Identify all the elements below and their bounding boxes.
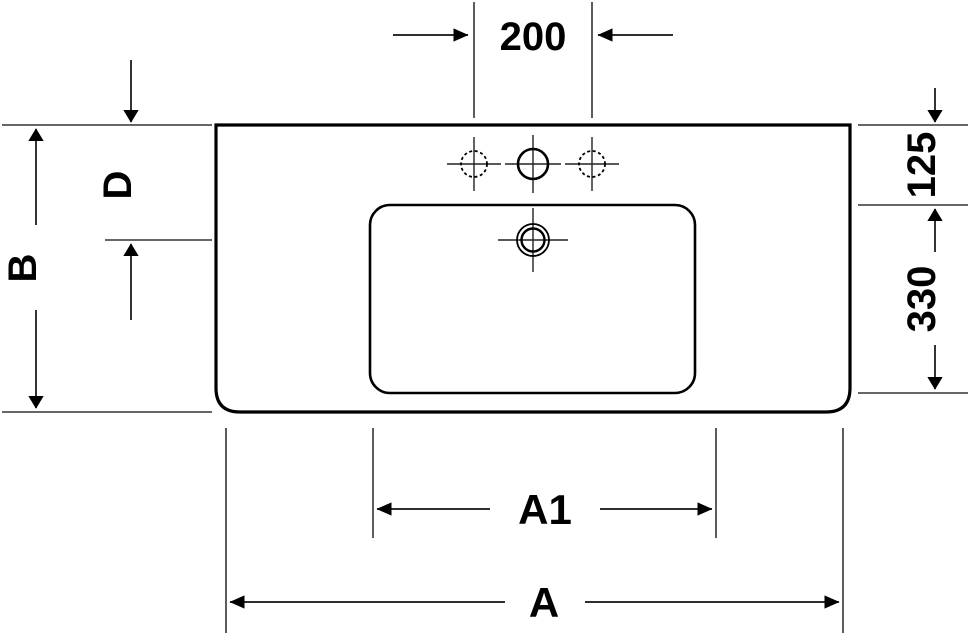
dimension-label-125: 125 [900,132,944,199]
tap-hole-center-circle [516,147,550,181]
dimension-label-D: D [96,171,140,200]
dimension-top-200: 200 [393,2,673,118]
dimension-left-B: B [1,128,45,409]
tap-hole-right-optional [565,137,619,191]
tap-holes-group [447,135,619,193]
tap-hole-left-optional [447,137,501,191]
drain-inner-ring [520,227,546,253]
drain-outlet-group [498,208,568,272]
dimension-left-D: D [96,60,140,320]
dimension-label-A1: A1 [518,486,572,533]
dimension-bottom-A: A [225,428,844,633]
dimension-label-200: 200 [500,15,567,59]
dimension-right-group: 125 330 [858,88,968,394]
dimension-label-B: B [1,254,45,283]
tap-hole-right-circle [578,150,606,178]
dimension-left-group: D B [1,60,212,413]
dimension-bottom-A1: A1 [372,428,717,538]
tap-hole-left-circle [460,150,488,178]
basin-inner-recess [368,203,697,395]
tap-hole-center [505,135,561,193]
dimension-label-330: 330 [900,266,944,333]
dimension-right-330: 330 [900,208,944,390]
dimension-right-125: 125 [900,88,944,198]
dimension-label-A: A [529,579,559,626]
drain-outer-ring [516,223,550,257]
